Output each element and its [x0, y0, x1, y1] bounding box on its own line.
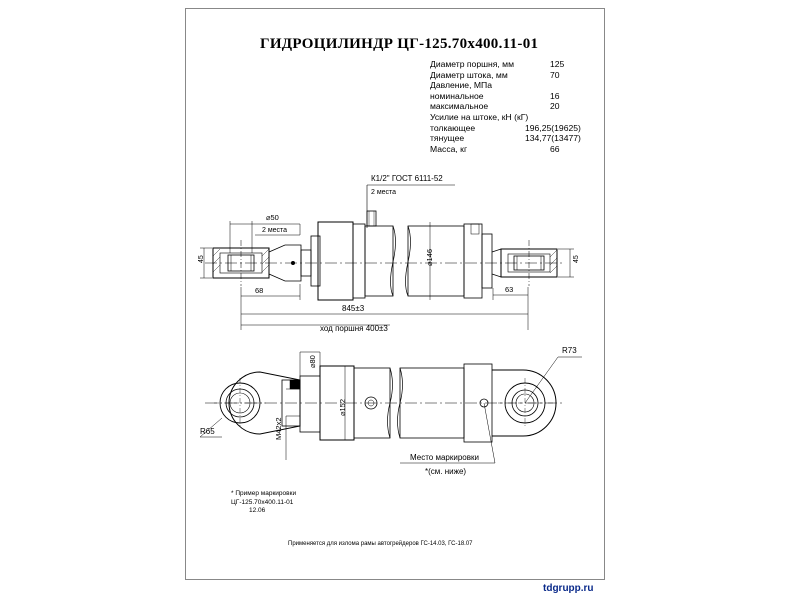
right-height-label: 45 [573, 255, 580, 263]
radius-right-label: R73 [562, 346, 577, 355]
spec-row: Диаметр штока, мм 70 [430, 70, 600, 81]
spec-label: номинальное [430, 90, 484, 101]
spec-row: толкающее 196,25(19625) [430, 123, 600, 134]
spec-row: Диаметр поршня, мм 125 [430, 59, 600, 70]
left-height-label: 45 [198, 255, 205, 263]
thread-label: М42х2 [274, 417, 283, 440]
spec-value: 125 [550, 59, 565, 69]
spec-value: 70 [550, 69, 560, 80]
spec-label: Масса, кг [430, 143, 468, 154]
application-note: Применяется для излома рамы автогрейдеро… [288, 541, 473, 547]
rod-dia-label: ⌀80 [308, 355, 317, 368]
marking-heading: * Пример маркировки [231, 490, 297, 497]
spec-value: 20 [550, 101, 560, 112]
site-link[interactable]: tdgrupp.ru [543, 583, 594, 594]
cyl-dia-label: ⌀146 [425, 249, 434, 266]
left-offset-label: 68 [255, 286, 263, 295]
marking-ref-label: *(см. ниже) [425, 467, 466, 476]
spec-label: толкающее [430, 122, 476, 133]
spec-value: 16 [550, 90, 560, 101]
spec-row: Усилие на штоке, кН (кГ) [430, 112, 600, 123]
spec-row: номинальное 16 [430, 91, 600, 102]
marking-place-label: Место маркировки [410, 453, 479, 462]
radius-left-label: R65 [200, 427, 215, 436]
drawing-sheet [185, 8, 605, 580]
marking-date: 12.06 [249, 507, 266, 514]
body-dia-label: ⌀152 [338, 399, 347, 416]
marking-code: ЦГ-125.70х400.11-01 [231, 498, 294, 506]
spec-label: Диаметр поршня, мм [430, 59, 515, 69]
spec-label: максимальное [430, 101, 489, 112]
spec-label: Давление, МПа [430, 80, 492, 91]
spec-label: Усилие на штоке, кН (кГ) [430, 111, 529, 122]
marking-example: * Пример маркировки ЦГ-125.70х400.11-01 … [231, 490, 296, 516]
port-label: К1/2" ГОСТ 6111-52 [371, 174, 443, 183]
port-count-label: 2 места [371, 189, 396, 196]
top-view: К1/2" ГОСТ 6111-52 2 места [198, 174, 580, 333]
spec-label: тянущее [430, 133, 465, 144]
right-offset-label: 63 [505, 285, 513, 294]
spec-row: Давление, МПа [430, 80, 600, 91]
spec-row: тянущее 134,77(13477) [430, 133, 600, 144]
spec-value: 134,77(13477) [525, 133, 581, 144]
spec-value: 196,25(19625) [525, 122, 581, 133]
drawing-title: ГИДРОЦИЛИНДР ЦГ-125.70х400.11-01 [260, 36, 539, 52]
spec-row: максимальное 20 [430, 101, 600, 112]
spec-row: Масса, кг 66 [430, 144, 600, 155]
hole-dia-label: ⌀50 [266, 213, 279, 222]
spec-label: Диаметр штока, мм [430, 69, 508, 80]
bottom-view: R73 R65 ⌀80 М42х2 ⌀152 Место маркировки … [199, 346, 582, 476]
hole-count-label: 2 места [262, 227, 287, 234]
length-label: 845±3 [342, 304, 365, 313]
spec-value: 66 [550, 143, 560, 154]
stroke-label: ход поршня 400±3 [320, 324, 388, 333]
